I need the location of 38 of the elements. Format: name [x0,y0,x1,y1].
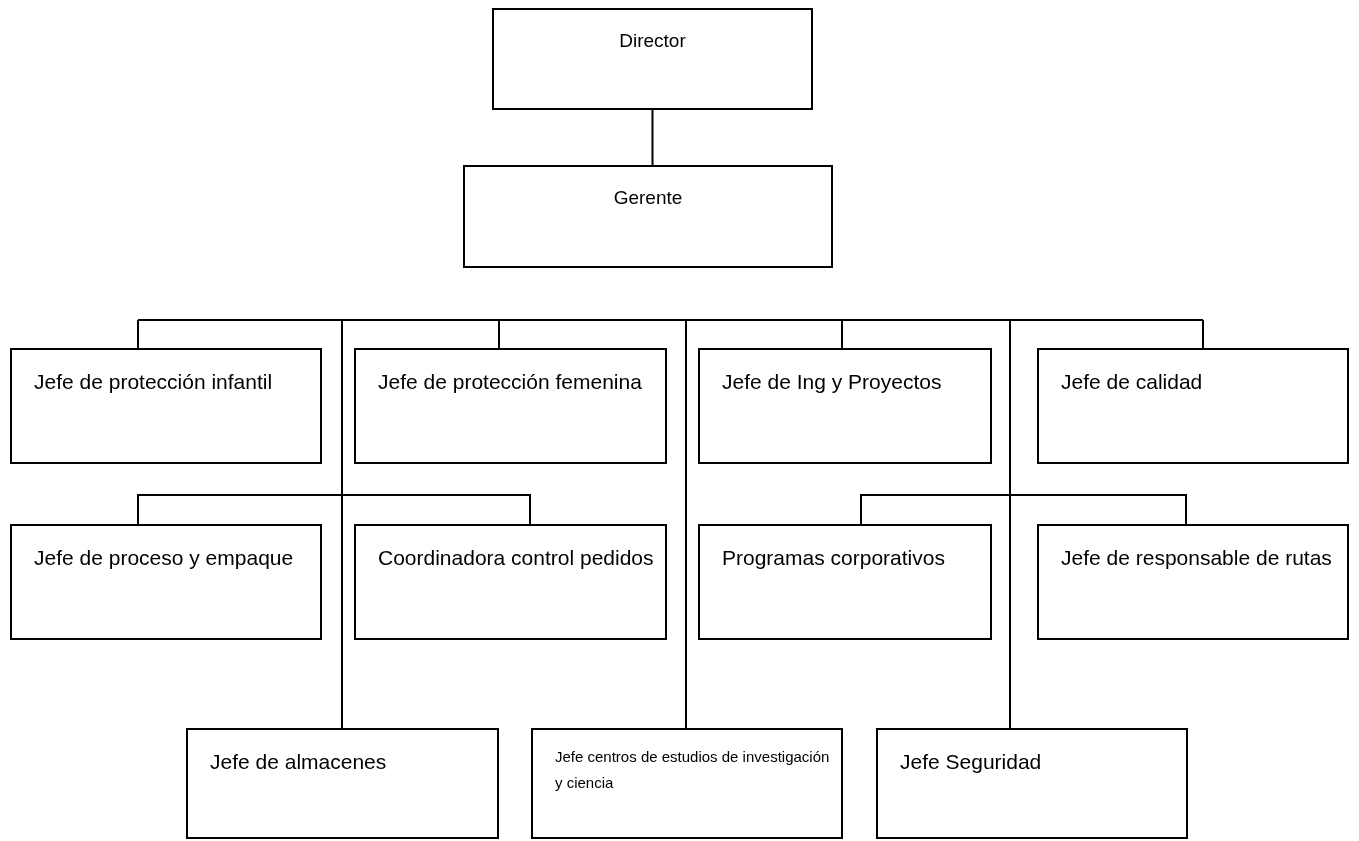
connector-line [341,494,531,525]
connector-line [1202,319,1204,349]
role-label: Jefe de protección femenina [378,369,643,395]
org-box [463,165,833,268]
org-box [531,728,843,839]
org-box [876,728,1188,839]
role-label: Jefe de calidad [1061,369,1204,395]
connector-line [137,494,343,525]
org-box [354,348,667,464]
org-box [1037,348,1349,464]
role-label: Jefe de responsable de rutas [1061,545,1333,571]
org-box [698,348,992,464]
connector-line [137,319,139,349]
org-box [492,8,813,110]
connector-line [1009,319,1011,729]
org-box [1037,524,1349,640]
connector-line [685,319,687,729]
role-label: Jefe de Ing y Proyectos [722,369,943,395]
role-label: Programas corporativos [722,545,946,571]
role-label: Director [618,29,687,53]
connector-line [651,109,654,166]
role-label: Jefe Seguridad [900,749,1043,775]
connector-line [860,494,1011,525]
org-box [354,524,667,640]
org-box [10,348,322,464]
connector-line [1009,494,1187,525]
role-label: Jefe de proceso y empaque [34,545,295,571]
role-label: Gerente [612,186,684,210]
connector-line [341,319,343,729]
role-label: Jefe de almacenes [210,749,388,775]
connector-line [841,319,843,349]
role-label: Jefe de protección infantil [34,369,274,395]
role-label: Coordinadora control pedidos [378,545,655,571]
connector-line [498,319,500,349]
org-box [10,524,322,640]
org-box [186,728,499,839]
org-box [698,524,992,640]
role-label: Jefe centros de estudios de investigación y ciencia [555,747,831,794]
